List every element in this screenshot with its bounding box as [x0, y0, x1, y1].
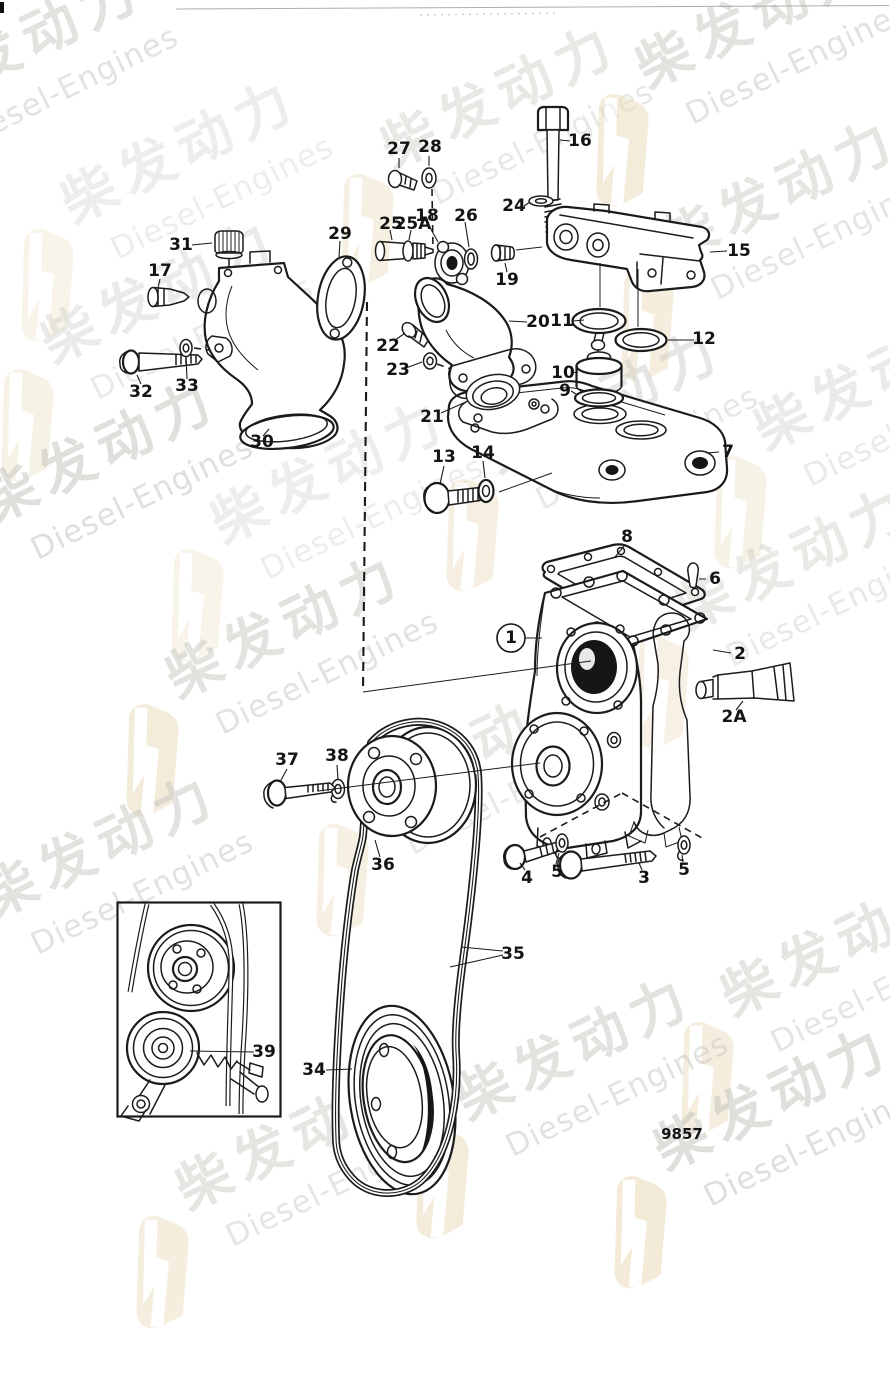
part-label-6: 6	[709, 569, 721, 589]
part-label-2: 2	[734, 644, 746, 664]
part-label-4: 4	[521, 868, 533, 888]
part-pipe-20	[413, 276, 537, 400]
part-plug-17	[147, 286, 190, 308]
part-label-19: 19	[495, 270, 519, 290]
part-bolt-3	[557, 850, 657, 880]
part-washer-24	[528, 195, 554, 207]
part-washer-5b	[677, 835, 691, 861]
part-label-38: 38	[325, 746, 349, 766]
part-plug-31	[214, 230, 244, 268]
diagram-canvas: 16272824152525A1826311729192011122223109…	[0, 2, 890, 1197]
part-label-33: 33	[175, 376, 199, 396]
assembly-callout-circle	[496, 623, 526, 653]
part-label-10: 10	[551, 363, 575, 383]
part-label-37: 37	[275, 750, 299, 770]
bolt-locating-dashes	[539, 792, 703, 839]
part-label-25: 25	[379, 214, 403, 234]
part-label-22: 22	[376, 336, 400, 356]
part-label-35: 35	[501, 944, 525, 964]
watermark-logo-icon	[136, 1216, 189, 1329]
part-label-21: 21	[420, 407, 444, 427]
hub-axis-line	[317, 762, 541, 792]
part-flange-21	[458, 373, 559, 435]
part-bolt-13	[423, 481, 481, 515]
part-washer-23	[422, 352, 460, 373]
part-bolt-27	[387, 169, 418, 191]
part-label-32: 32	[129, 382, 153, 402]
part-label-30: 30	[250, 432, 274, 452]
part-label-2A: 2A	[722, 707, 748, 727]
part-label-17: 17	[148, 261, 172, 281]
part-hub-36	[346, 717, 482, 845]
part-label-15: 15	[727, 241, 751, 261]
part-label-28: 28	[418, 137, 442, 157]
part-label-5: 5	[551, 862, 563, 882]
part-housing-15	[515, 203, 711, 327]
parts-diagram-page: { "page": {"width": 890, "height": 1222,…	[0, 0, 890, 1329]
part-gasket-2	[628, 612, 691, 848]
part-seal-ring-12	[614, 327, 668, 353]
part-label-11: 11	[550, 311, 574, 331]
part-seal-ring-11	[571, 307, 627, 356]
part-bolt-37	[263, 779, 336, 809]
part-label-7: 7	[722, 442, 734, 462]
part-label-36: 36	[371, 855, 395, 875]
part-sealant-tube-2A	[695, 662, 795, 702]
locating-dashed-line	[361, 301, 369, 693]
part-label-31: 31	[169, 235, 193, 255]
part-label-25A: 25A	[395, 214, 433, 234]
part-label-26: 26	[454, 206, 478, 226]
part-washer-5a	[555, 833, 569, 859]
part-label-23: 23	[386, 360, 410, 380]
part-pulley-34	[347, 1004, 457, 1196]
part-gasket-29	[316, 255, 366, 341]
part-flange-18	[434, 240, 470, 286]
part-label-1: 1	[505, 628, 517, 648]
part-plug-19	[490, 244, 515, 262]
part-label-27: 27	[387, 139, 411, 159]
part-label-12: 12	[692, 329, 716, 349]
tensioner-inset-box	[116, 901, 282, 1122]
part-label-5: 5	[678, 860, 690, 880]
part-label-18: 18	[415, 206, 439, 226]
part-gasket-9	[573, 388, 625, 408]
part-label-24: 24	[502, 196, 526, 216]
part-label-34: 34	[302, 1060, 326, 1080]
part-washer-28	[421, 167, 437, 251]
part-timing-cover-1	[510, 569, 709, 859]
part-washer-14	[477, 472, 553, 504]
part-label-13: 13	[432, 447, 456, 467]
part-label-39: 39	[252, 1042, 276, 1062]
part-washer-38	[330, 778, 346, 803]
part-seal-26	[463, 248, 479, 270]
part-label-14: 14	[471, 443, 495, 463]
leader-lines	[136, 139, 744, 1071]
part-label-20: 20	[526, 312, 550, 332]
part-label-16: 16	[568, 131, 592, 151]
part-label-8: 8	[621, 527, 633, 547]
part-thermostat-10	[575, 351, 623, 395]
part-washer-33	[179, 338, 210, 358]
scan-artifacts	[0, 2, 890, 16]
part-bolt-16	[536, 105, 570, 239]
part-label-9: 9	[559, 381, 571, 401]
assembly-axis-line	[362, 660, 592, 693]
part-label-29: 29	[328, 224, 352, 244]
drawing-number: 9857	[661, 1125, 703, 1143]
part-label-3: 3	[638, 868, 650, 888]
part-sender-25	[374, 240, 434, 262]
part-elbow-30	[197, 250, 346, 450]
part-pin-6	[687, 562, 699, 589]
